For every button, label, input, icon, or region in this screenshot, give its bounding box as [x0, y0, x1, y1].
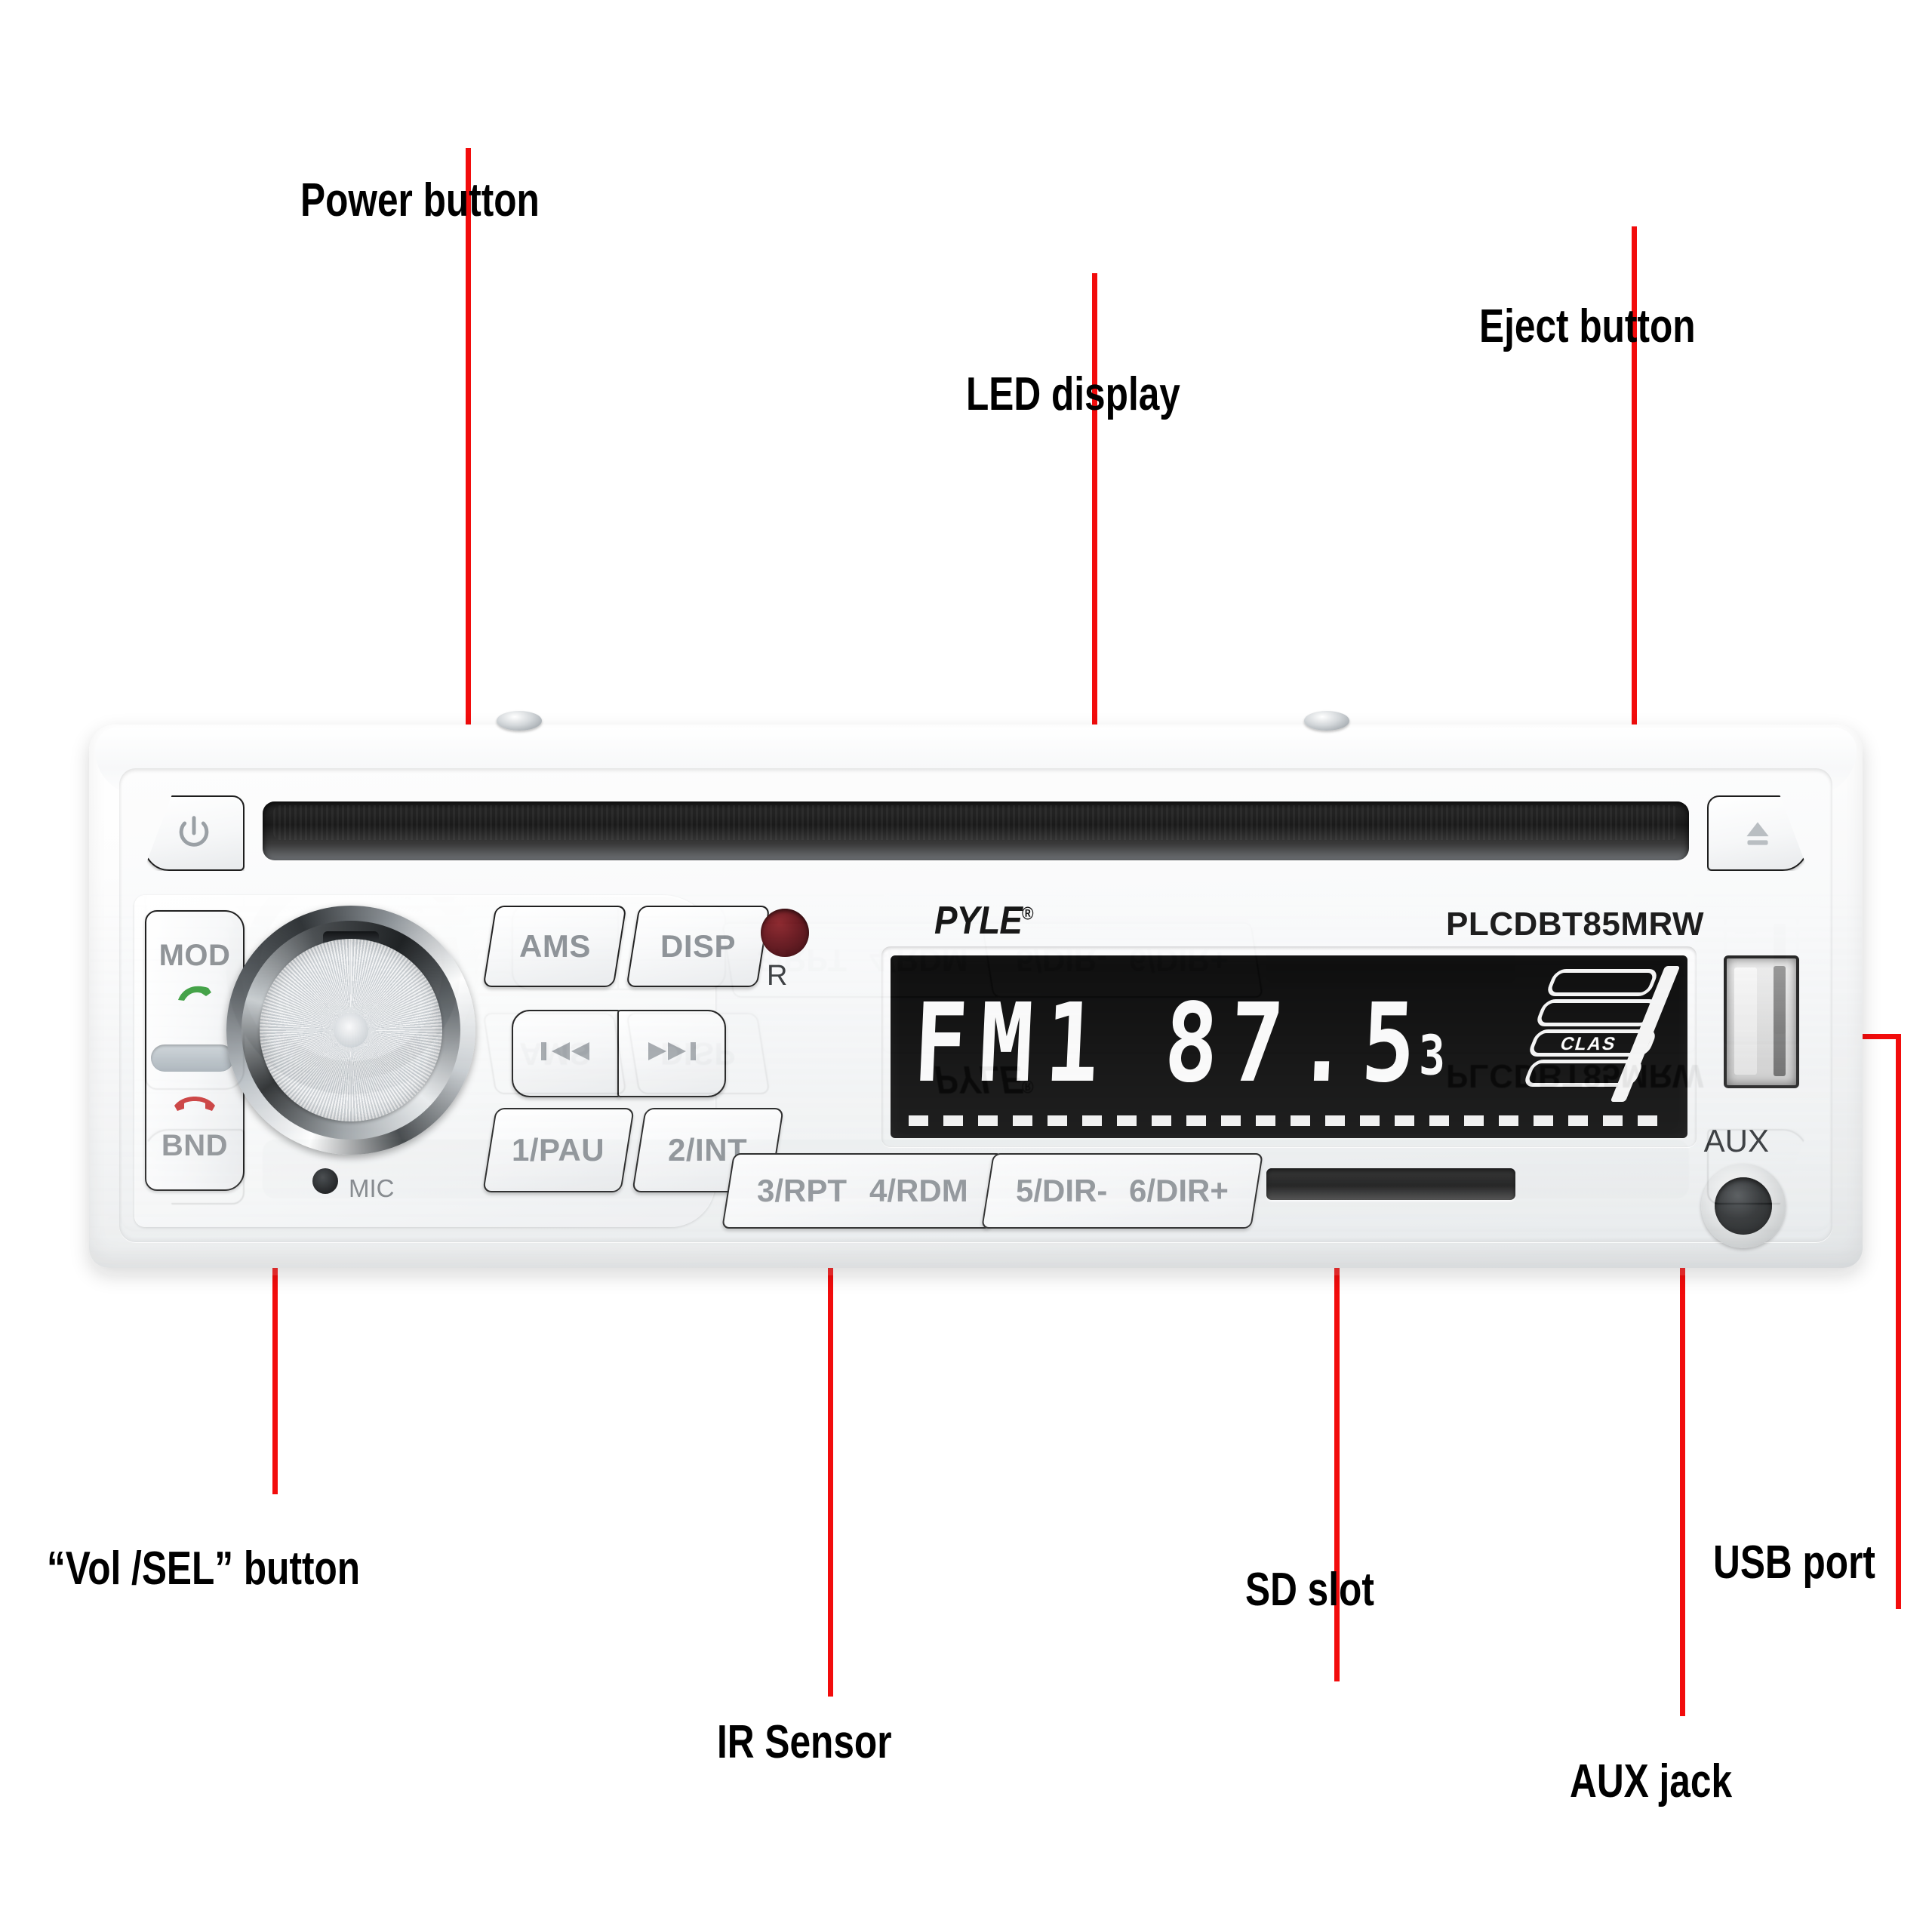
leader-line-power: [466, 148, 471, 857]
leader-line-usb: [1896, 1034, 1901, 1609]
led-display-frame: FM1 87.5 3 CLAS: [881, 946, 1697, 1147]
ir-sensor: [761, 909, 809, 957]
mounting-screw-left: [497, 711, 542, 731]
cd-disc-slot[interactable]: [263, 801, 1689, 860]
mod-bnd-divider-slider[interactable]: [151, 1044, 234, 1072]
car-stereo-head-unit: MOD BND: [89, 711, 1863, 1268]
display-band-frequency: FM1 87.5: [911, 980, 1430, 1106]
leader-line-led: [1092, 273, 1097, 958]
callout-aux-jack: AUX jack: [1570, 1755, 1733, 1807]
call-end-icon: [146, 1087, 243, 1121]
mic-label: MIC: [349, 1174, 395, 1202]
top-strip: [133, 785, 1819, 884]
leader-line-sd: [1334, 1179, 1340, 1681]
power-icon: [174, 813, 214, 854]
sd-card-slot[interactable]: [1266, 1168, 1515, 1200]
vol-sel-knob[interactable]: [226, 906, 475, 1155]
ams-button[interactable]: AMS: [482, 906, 627, 987]
previous-icon: [537, 1035, 595, 1072]
microphone-hole: [312, 1168, 338, 1194]
preset-5-6-button[interactable]: 5/DIR- 6/DIR+: [981, 1153, 1263, 1229]
callout-volsel-button: “Vol /SEL” button: [47, 1543, 361, 1595]
preset-1-pause-button[interactable]: 1/PAU: [482, 1108, 635, 1192]
preset-5-label: 5/DIR-: [1016, 1173, 1108, 1208]
eject-icon: [1739, 814, 1777, 852]
bnd-button-label: BND: [161, 1129, 229, 1162]
callout-usb-port: USB port: [1713, 1537, 1875, 1589]
equalizer-indicator: CLAS: [1521, 966, 1681, 1102]
preset-3-4-button[interactable]: 3/RPT 4/RDM: [721, 1153, 1004, 1229]
preset-4-label: 4/RDM: [869, 1173, 968, 1208]
knob-face: [260, 939, 442, 1121]
aux-jack[interactable]: [1701, 1164, 1786, 1248]
mod-button-label: MOD: [158, 939, 231, 972]
leader-line-ir: [828, 987, 833, 1697]
power-button[interactable]: [143, 795, 245, 871]
led-display: FM1 87.5 3 CLAS: [891, 955, 1687, 1138]
callout-power-button: Power button: [300, 174, 540, 226]
previous-track-button[interactable]: [512, 1010, 620, 1097]
leader-line-volsel: [272, 1075, 278, 1494]
display-preset-number: 3: [1419, 1023, 1445, 1088]
disp-button[interactable]: DISP: [626, 906, 771, 987]
display-tick-bar: [909, 1115, 1669, 1126]
callout-eject-button: Eject button: [1479, 300, 1696, 352]
registered-mark: ®: [1022, 903, 1034, 924]
next-icon: [642, 1035, 701, 1072]
eq-bar: [1521, 1060, 1645, 1087]
preset-6-label: 6/DIR+: [1128, 1173, 1229, 1208]
callout-sd-slot: SD slot: [1245, 1564, 1374, 1616]
usb-port[interactable]: [1724, 955, 1799, 1088]
leader-line-aux: [1680, 1198, 1685, 1716]
eq-preset-label: CLAS: [1558, 1034, 1620, 1054]
display-frequency: 87.5: [1161, 979, 1430, 1107]
callout-ir-sensor: IR Sensor: [717, 1716, 892, 1768]
aux-label: AUX: [1703, 1123, 1769, 1158]
preset-3-label: 3/RPT: [757, 1173, 848, 1208]
call-answer-icon: [146, 977, 243, 1011]
eject-button[interactable]: [1707, 795, 1808, 871]
mounting-screw-right: [1304, 711, 1349, 731]
display-band: FM1: [911, 979, 1114, 1107]
brand-logo: PYLE®: [934, 898, 1034, 943]
callout-led-display: LED display: [966, 368, 1180, 420]
next-track-button[interactable]: [617, 1010, 726, 1097]
eq-bar: [1544, 969, 1660, 996]
model-number: PLCDBT85MRW: [1445, 906, 1704, 943]
leader-line-eject: [1632, 226, 1637, 859]
control-bezel: MOD BND: [134, 895, 784, 1227]
eq-bar: [1534, 999, 1660, 1026]
ir-sensor-label: R: [767, 960, 788, 992]
brand-name: PYLE: [934, 899, 1023, 943]
faceplate: MOD BND: [119, 768, 1832, 1248]
